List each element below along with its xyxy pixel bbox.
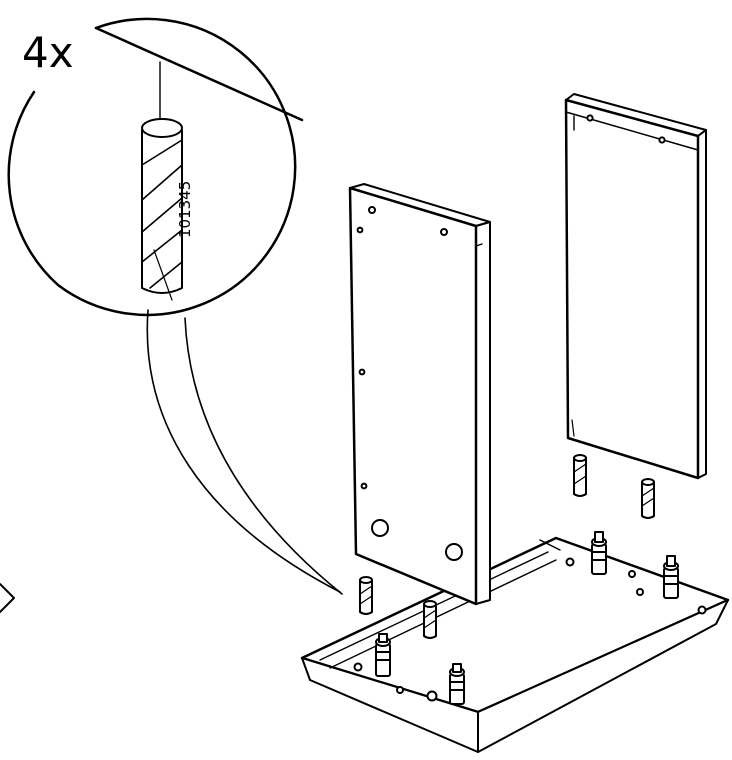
dowel-small-2 bbox=[423, 600, 437, 639]
dowel-large bbox=[141, 118, 183, 301]
cam-bolt-4 bbox=[663, 555, 679, 599]
quantity-label: 4x bbox=[22, 28, 74, 77]
dowel-small-3 bbox=[573, 454, 587, 497]
cam-bolt-2 bbox=[449, 663, 465, 705]
side-panel-front bbox=[348, 183, 491, 606]
arrow-fragment bbox=[0, 583, 15, 613]
side-panel-back bbox=[564, 93, 707, 480]
dowel-detail-callout bbox=[7, 17, 343, 595]
cam-bolt-3 bbox=[591, 531, 607, 575]
part-number-label: 101345 bbox=[176, 180, 194, 238]
cam-bolt-1 bbox=[375, 633, 391, 677]
dowel-small-4 bbox=[641, 478, 655, 519]
base-panel bbox=[300, 536, 730, 753]
dowel-small-1 bbox=[359, 576, 373, 615]
